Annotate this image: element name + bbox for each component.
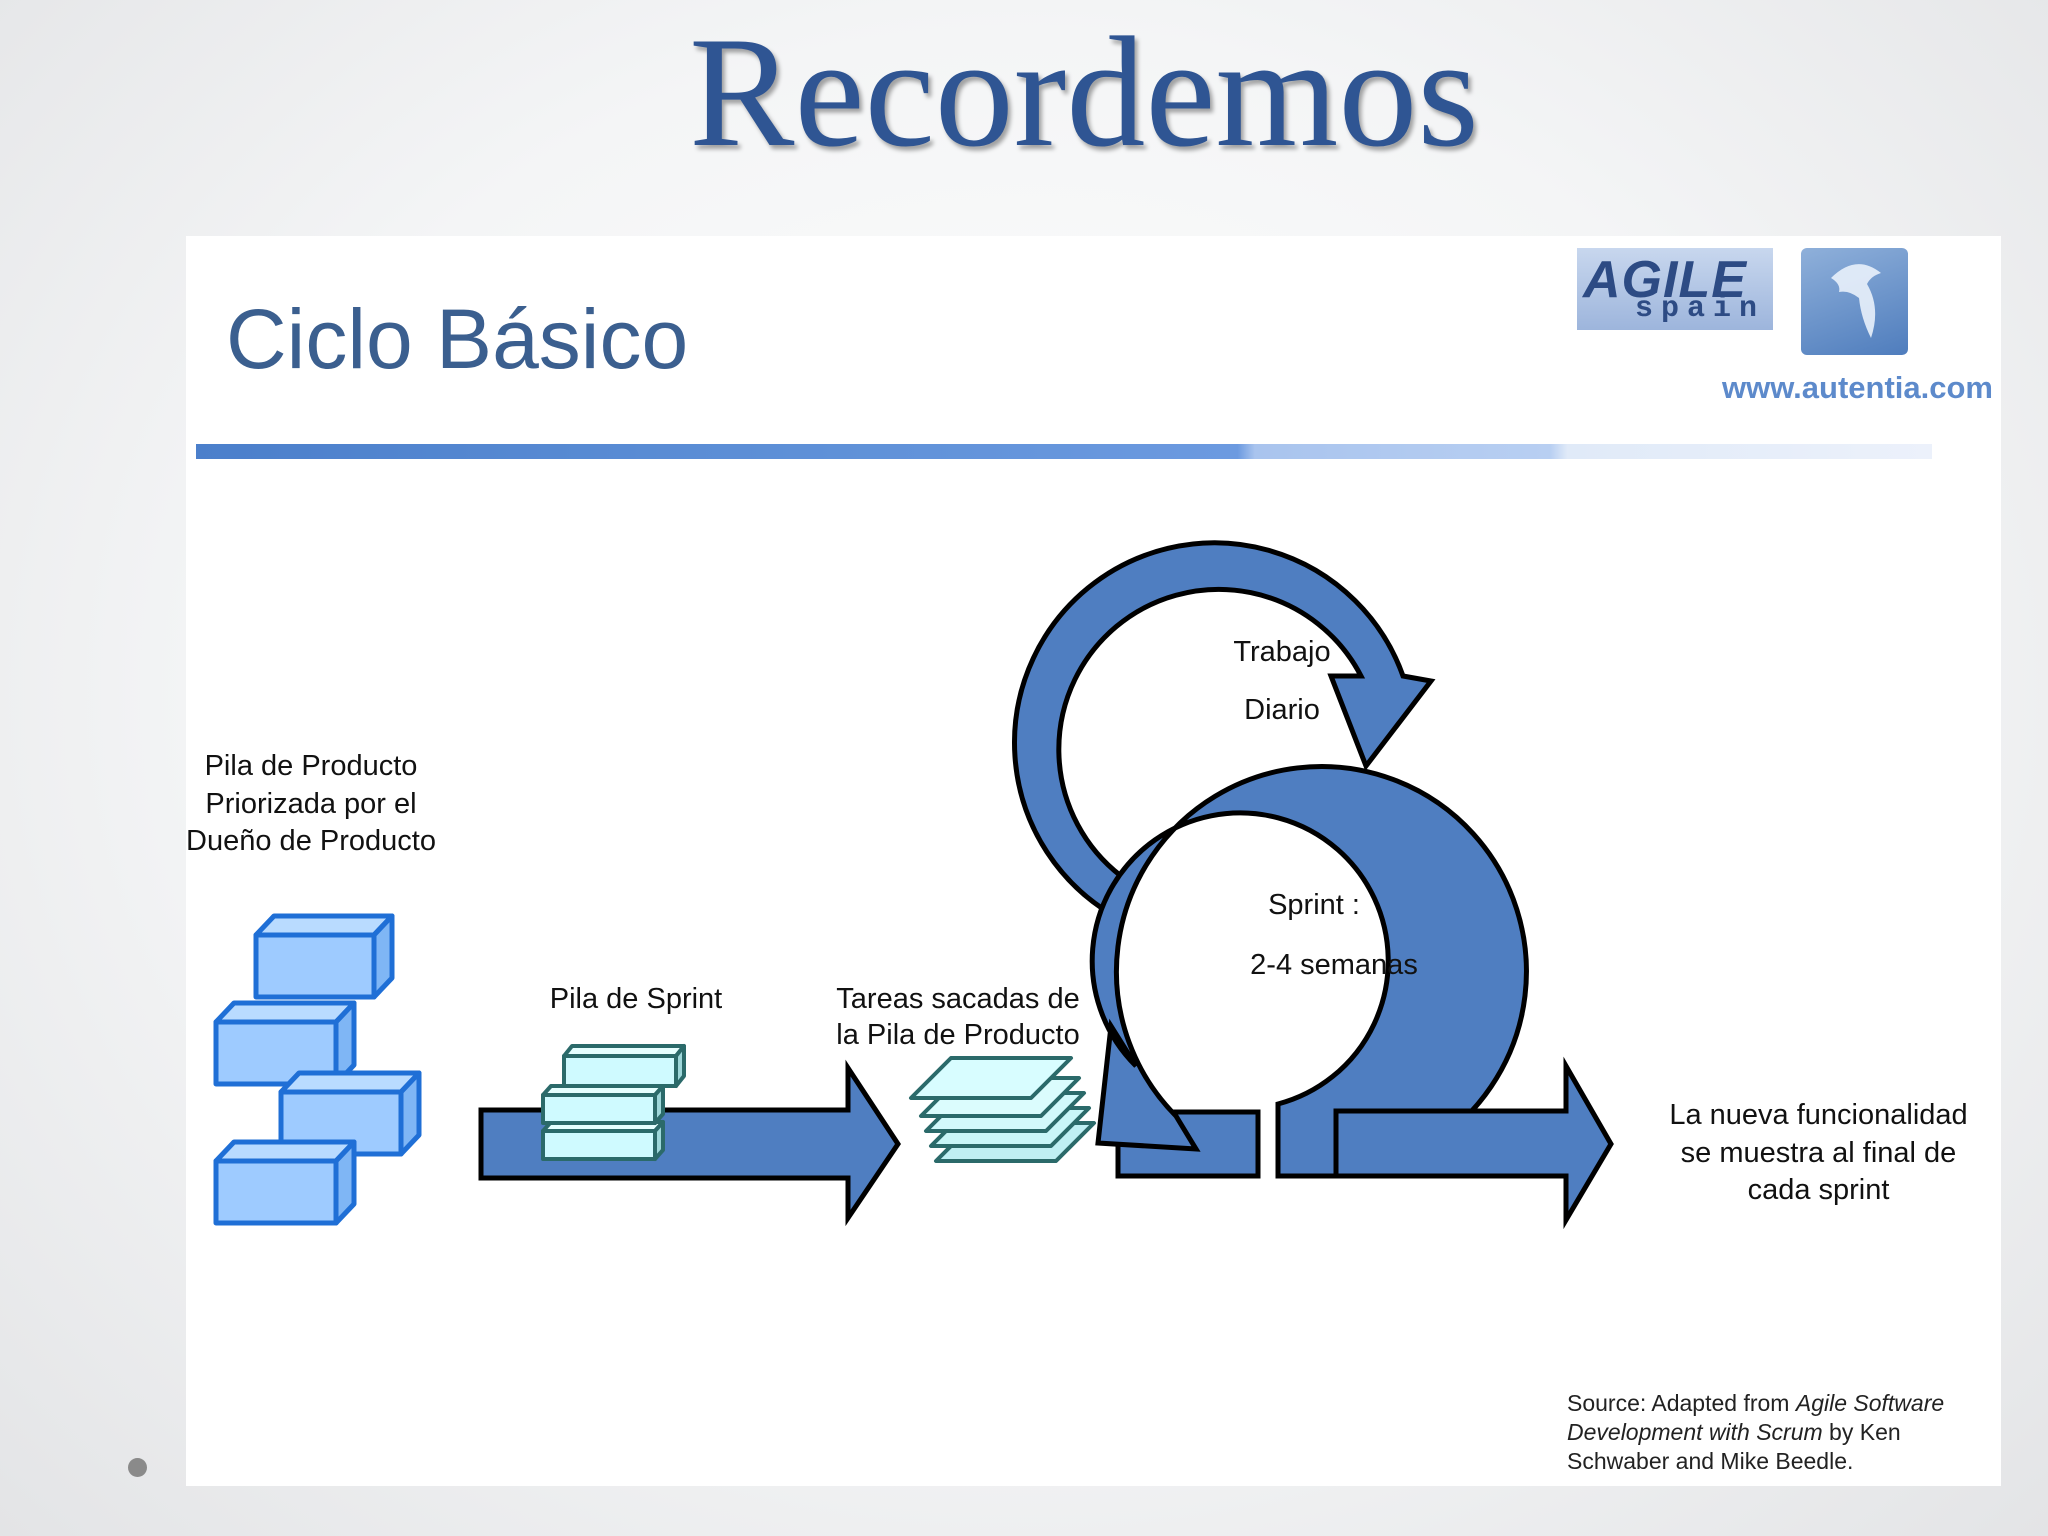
- daily-work-loop-arrow: [1012, 540, 1436, 918]
- result-label: La nueva funcionalidad se muestra al fin…: [1669, 1099, 1968, 1207]
- backlog-box: [213, 1139, 357, 1226]
- product-backlog-label: Pila de Producto Priorizada por el Dueño…: [186, 750, 436, 858]
- slide: Ciclo Básico AGILE spain www.autentia.co…: [186, 236, 2001, 1486]
- daily-work-label: Trabajo Diario: [1233, 636, 1331, 726]
- output-arrow: [1333, 1056, 1614, 1230]
- slide-title: Ciclo Básico: [226, 292, 689, 386]
- logo-text-sub: spain: [1634, 292, 1765, 326]
- agile-spain-logo: AGILE spain: [1577, 248, 1773, 330]
- dolphin-logo-icon: [1801, 248, 1908, 355]
- tasks-label: Tareas sacadas de la Pila de Producto: [836, 983, 1080, 1052]
- backlog-box: [253, 913, 395, 1000]
- sprint-loop-arrow: [1089, 764, 1529, 1179]
- sprint-label: Sprint : 2-4 semanas: [1250, 889, 1418, 981]
- sprint-backlog-label: Pila de Sprint: [549, 983, 723, 1015]
- product-backlog-boxes: [213, 913, 422, 1226]
- logo-text-main: AGILE: [1583, 251, 1747, 309]
- tasks-paper-stack: [909, 1056, 1096, 1163]
- source-citation: Source: Adapted from Agile Software Deve…: [1567, 1390, 1945, 1474]
- website-url: www.autentia.com: [1721, 370, 1993, 405]
- backlog-arrow: [478, 1059, 902, 1227]
- sprint-backlog-stack: [541, 1044, 686, 1161]
- title-rule: [196, 444, 1932, 459]
- scrum-cycle-diagram: [213, 540, 1614, 1230]
- page-title: Recordemos: [689, 5, 1479, 180]
- backlog-box: [213, 1000, 357, 1087]
- bullet-dot: [128, 1458, 147, 1477]
